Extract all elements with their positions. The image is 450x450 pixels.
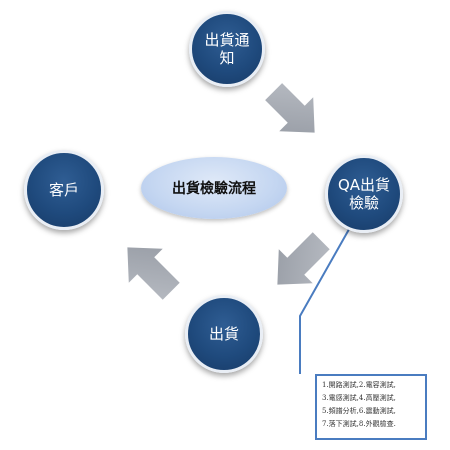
node-customer-label: 客戶 xyxy=(48,181,79,199)
node-shipping: 出貨 xyxy=(185,295,263,373)
diagram-title: 出貨檢驗流程 xyxy=(141,157,287,219)
note-line: 1.開路測試,2.電容測試, xyxy=(322,381,396,389)
node-shipping-notice-label: 出貨通知 xyxy=(204,31,250,67)
note-line: 7.落下測試,8.外觀檢查. xyxy=(322,420,396,428)
node-customer: 客戶 xyxy=(24,150,104,230)
qa-note-connector xyxy=(299,223,353,374)
arrow-notice-to-qa xyxy=(265,83,315,133)
arrow-ship-to-customer xyxy=(127,247,180,300)
node-qa-inspection-label: QA出貨檢驗 xyxy=(337,176,391,212)
note-line: 3.電感測試,4.高壓測試, xyxy=(322,394,396,402)
arrow-qa-to-ship xyxy=(277,232,330,285)
diagram-title-text: 出貨檢驗流程 xyxy=(172,181,256,197)
node-shipping-notice: 出貨通知 xyxy=(189,11,265,87)
node-qa-inspection: QA出貨檢驗 xyxy=(325,155,403,233)
node-shipping-label: 出貨 xyxy=(208,325,239,343)
note-line: 5.頻譜分析,6.震動測試, xyxy=(322,407,396,415)
inspection-items-note: 1.開路測試,2.電容測試, 3.電感測試,4.高壓測試, 5.頻譜分析,6.震… xyxy=(315,374,427,440)
